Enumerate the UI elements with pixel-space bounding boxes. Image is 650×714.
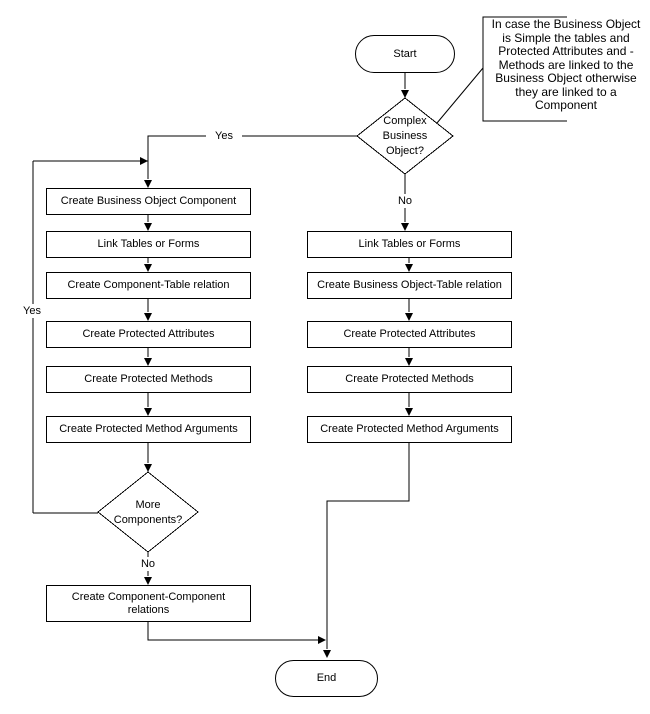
node-complex-business-object-decision: Complex Business Object? [382, 114, 428, 157]
node-create-protected-attributes-right: Create Protected Attributes [307, 321, 512, 348]
arrowhead [144, 264, 152, 272]
arrowhead [144, 464, 152, 472]
node-create-protected-methods-right: Create Protected Methods [307, 366, 512, 393]
arrowhead [144, 358, 152, 366]
edge-label-more-yes: Yes [14, 304, 50, 318]
arrowhead [144, 313, 152, 321]
node-create-component-table-relation: Create Component-Table relation [46, 272, 251, 299]
node-create-protected-methods-left: Create Protected Methods [46, 366, 251, 393]
edge-label-complex-yes: Yes [206, 129, 242, 143]
node-create-protected-method-arguments-left: Create Protected Method Arguments [46, 416, 251, 443]
node-link-tables-or-forms-left: Link Tables or Forms [46, 231, 251, 258]
arrowhead [318, 636, 326, 644]
edge-label-more-no: No [136, 557, 160, 571]
node-start: Start [355, 35, 455, 73]
arrowheads [140, 90, 413, 658]
arrowhead [144, 180, 152, 188]
arrowhead [323, 650, 331, 658]
node-more-components-decision: More Components? [113, 498, 183, 526]
more-components-diamond [97, 471, 199, 553]
node-create-business-object-table-relation: Create Business Object-Table relation [307, 272, 512, 299]
arrowhead [405, 264, 413, 272]
arrowhead [405, 313, 413, 321]
node-create-protected-method-arguments-right: Create Protected Method Arguments [307, 416, 512, 443]
node-link-tables-or-forms-right: Link Tables or Forms [307, 231, 512, 258]
arrowhead [144, 408, 152, 416]
node-create-protected-attributes-left: Create Protected Attributes [46, 321, 251, 348]
arrowhead [401, 90, 409, 98]
arrowhead [401, 223, 409, 231]
arrowhead [144, 223, 152, 231]
node-create-business-object-component: Create Business Object Component [46, 188, 251, 215]
node-create-component-component-relations: Create Component-Component relations [46, 585, 251, 622]
complex-decision-diamond [356, 97, 454, 175]
arrowhead [140, 157, 148, 165]
arrowhead [144, 577, 152, 585]
edge-label-complex-no: No [393, 194, 417, 208]
decision-shapes [97, 97, 454, 553]
arrowhead [405, 358, 413, 366]
node-end: End [275, 660, 378, 697]
annotation-note: In case the Business Object is Simple th… [491, 17, 641, 112]
arrowhead [405, 408, 413, 416]
